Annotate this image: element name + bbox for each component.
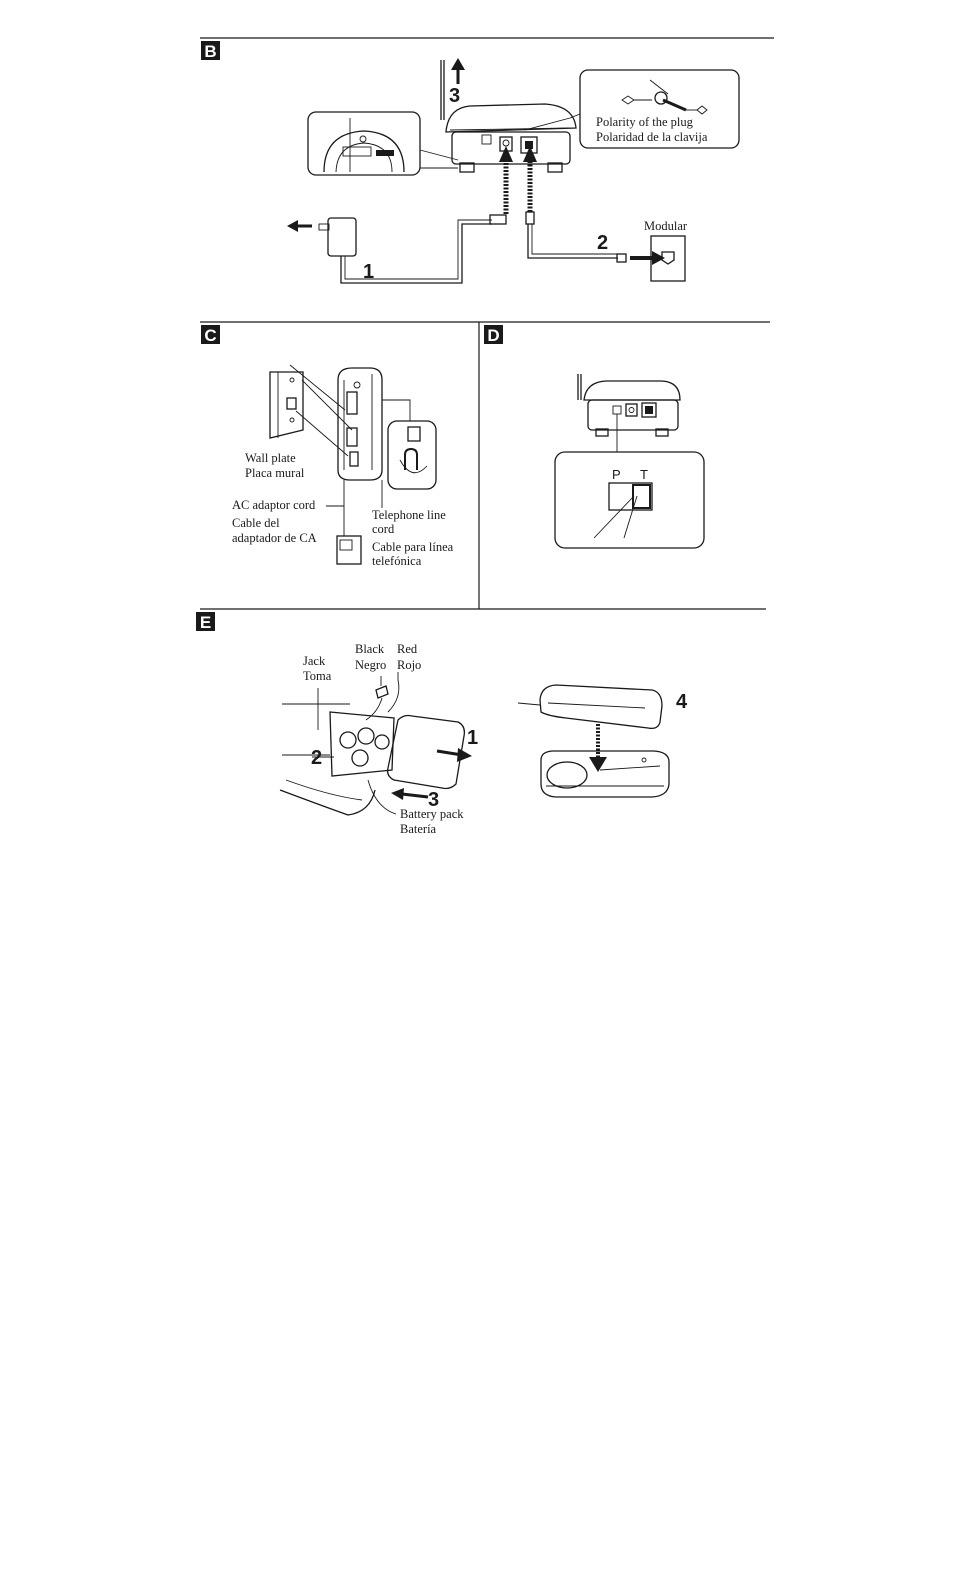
wire-red-label-es: Rojo [397, 658, 421, 672]
section-b-badge-label: B [204, 42, 216, 61]
section-d-badge [484, 325, 503, 344]
polarity-callout [524, 69, 740, 149]
section-d-badge-label: D [487, 326, 499, 345]
ac-adaptor-detail [326, 480, 362, 565]
base-unit-back [440, 60, 577, 173]
battery-pack-label-es: Batería [400, 822, 437, 836]
wire-black-label-es: Negro [355, 658, 386, 672]
handset-on-charger [517, 684, 670, 798]
section-e: E [196, 608, 766, 836]
section-e-badge-label: E [200, 613, 211, 632]
pt-switch-knob [632, 484, 651, 509]
tel-cord-label-en-2: cord [372, 522, 395, 536]
section-b: B [200, 37, 774, 284]
section-b-badge [201, 41, 220, 60]
battery-step-2-label: 2 [311, 747, 322, 769]
ac-cord-label-es-2: adaptador de CA [232, 531, 317, 545]
step-2-label: 2 [597, 232, 608, 254]
ac-adaptor [287, 214, 507, 284]
step-1-label: 1 [363, 261, 374, 283]
battery-pack-label-en: Battery pack [400, 807, 464, 821]
polarity-label-en: Polarity of the plug [596, 115, 694, 129]
ac-cord-label-en: AC adaptor cord [232, 498, 316, 512]
charger-step-4-label: 4 [676, 691, 688, 713]
wall-plate-label-en: Wall plate [245, 451, 296, 465]
wall-mounted-base [337, 367, 383, 481]
wall-plate-drawing [269, 364, 353, 457]
tel-cord-label-es-1: Cable para línea [372, 540, 454, 554]
jack-label-en: Jack [303, 654, 326, 668]
telephone-line [525, 211, 686, 282]
polarity-label-es: Polaridad de la clavija [596, 130, 708, 144]
section-c-badge-label: C [204, 326, 216, 345]
handset-battery-compartment [279, 672, 466, 816]
wire-black-label-en: Black [355, 642, 385, 656]
pt-switch [608, 482, 653, 511]
tel-cord-label-es-2: telefónica [372, 554, 422, 568]
modular-jack [650, 235, 686, 282]
antenna-up-arrow [451, 58, 465, 84]
wire-red-label-en: Red [397, 642, 418, 656]
modular-label: Modular [644, 219, 688, 233]
ac-cord-label-es-1: Cable del [232, 516, 280, 530]
battery-step-3-label: 3 [428, 789, 439, 811]
section-e-badge [196, 612, 215, 631]
section-c-badge [201, 325, 220, 344]
cords-up-arrows [499, 146, 537, 214]
pt-switch-p-label: P [612, 467, 621, 482]
battery-step-1-label: 1 [467, 727, 478, 749]
base-bottom-inset [307, 111, 459, 176]
base-rear-view [577, 374, 681, 452]
section-d: D P T [484, 325, 705, 549]
pulse-tone-switch-callout [554, 451, 705, 549]
battery-steps-arrows [312, 748, 472, 800]
wall-plate-label-es: Placa mural [245, 466, 305, 480]
telephone-cord-detail [381, 399, 437, 508]
pt-switch-t-label: T [640, 467, 648, 482]
section-c: C [200, 321, 770, 609]
step-3-label: 3 [449, 85, 460, 107]
tel-cord-label-en-1: Telephone line [372, 508, 446, 522]
jack-label-es: Toma [303, 669, 332, 683]
